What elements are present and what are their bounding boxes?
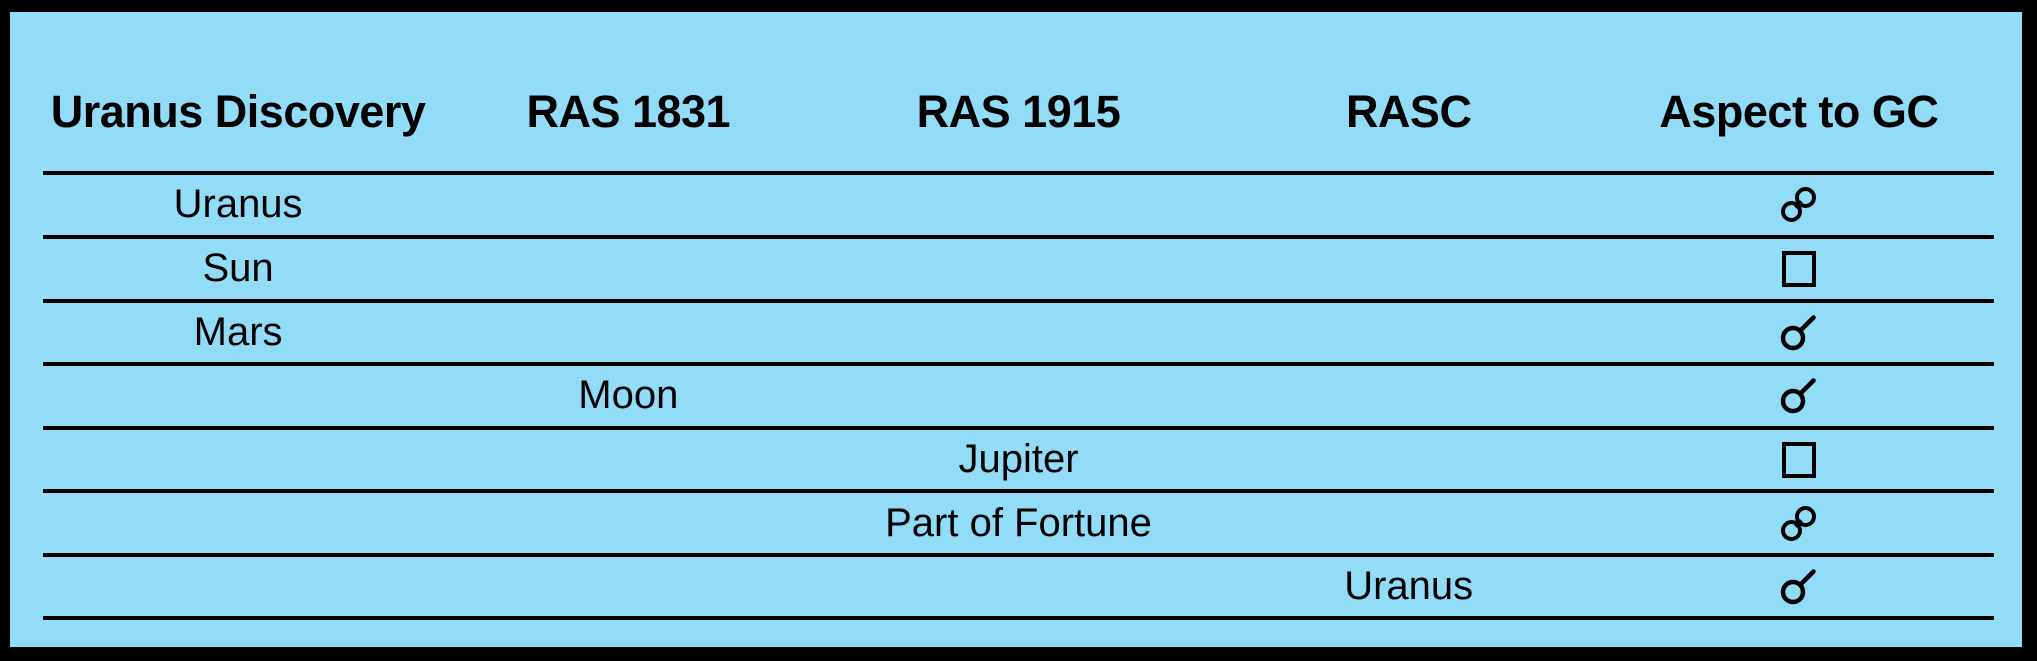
- aspect-cell: [1604, 428, 1994, 492]
- cell-ras-1831: Moon: [578, 373, 679, 418]
- cell-ras-1915: [823, 364, 1213, 428]
- column-header-ras-1831: RAS 1831: [526, 85, 731, 137]
- conjunction-icon: [1781, 314, 1817, 350]
- cell-uranus-discovery: Uranus: [173, 182, 303, 227]
- aspect-cell: [1604, 173, 1994, 237]
- row-divider: [43, 362, 1994, 366]
- cell-uranus-discovery: Sun: [202, 246, 274, 291]
- cell-rasc: [1214, 491, 1604, 555]
- cell-rasc: [1214, 173, 1604, 237]
- column-header-ras-1915: RAS 1915: [916, 85, 1121, 137]
- aspect-cell: [1604, 300, 1994, 364]
- row-divider: [43, 171, 1994, 175]
- cell-ras-1915: [823, 173, 1213, 237]
- cell-ras-1915: [823, 555, 1213, 619]
- cell-ras-1831: [433, 428, 823, 492]
- aspect-table: Uranus Discovery RAS 1831 RAS 1915 RASC …: [43, 12, 1994, 619]
- cell-uranus-discovery: Mars: [193, 309, 283, 354]
- cell-ras-1831: [433, 491, 823, 555]
- table-panel: [10, 12, 2022, 647]
- row-divider: [43, 299, 1994, 303]
- cell-ras-1831: [433, 237, 823, 301]
- row-divider: [43, 235, 1994, 239]
- cell-ras-1915: [823, 237, 1213, 301]
- square-icon: [1781, 250, 1816, 287]
- cell-uranus-discovery: [43, 555, 433, 619]
- cell-uranus-discovery: [43, 364, 433, 428]
- aspect-cell: [1604, 364, 1994, 428]
- row-divider: [43, 553, 1994, 557]
- column-header-uranus-discovery: Uranus Discovery: [50, 85, 426, 137]
- opposition-icon: [1781, 505, 1817, 541]
- cell-ras-1831: [433, 555, 823, 619]
- cell-uranus-discovery: [43, 491, 433, 555]
- row-divider: [43, 489, 1994, 493]
- cell-ras-1831: [433, 173, 823, 237]
- cell-rasc: [1214, 237, 1604, 301]
- cell-rasc: [1214, 428, 1604, 492]
- cell-ras-1915: [823, 300, 1213, 364]
- conjunction-icon: [1781, 378, 1817, 414]
- column-header-aspect-to-gc: Aspect to GC: [1659, 85, 1939, 137]
- opposition-icon: [1781, 187, 1817, 223]
- cell-ras-1831: [433, 300, 823, 364]
- cell-rasc: [1214, 364, 1604, 428]
- aspect-cell: [1604, 491, 1994, 555]
- square-icon: [1781, 441, 1816, 478]
- cell-rasc: Uranus: [1344, 564, 1474, 609]
- conjunction-icon: [1781, 569, 1817, 605]
- aspect-cell: [1604, 237, 1994, 301]
- cell-ras-1915: Part of Fortune: [885, 500, 1152, 545]
- aspect-cell: [1604, 555, 1994, 619]
- column-header-rasc: RASC: [1345, 85, 1472, 137]
- cell-ras-1915: Jupiter: [958, 437, 1079, 482]
- cell-uranus-discovery: [43, 428, 433, 492]
- row-divider: [43, 426, 1994, 430]
- row-divider: [43, 616, 1994, 620]
- cell-rasc: [1214, 300, 1604, 364]
